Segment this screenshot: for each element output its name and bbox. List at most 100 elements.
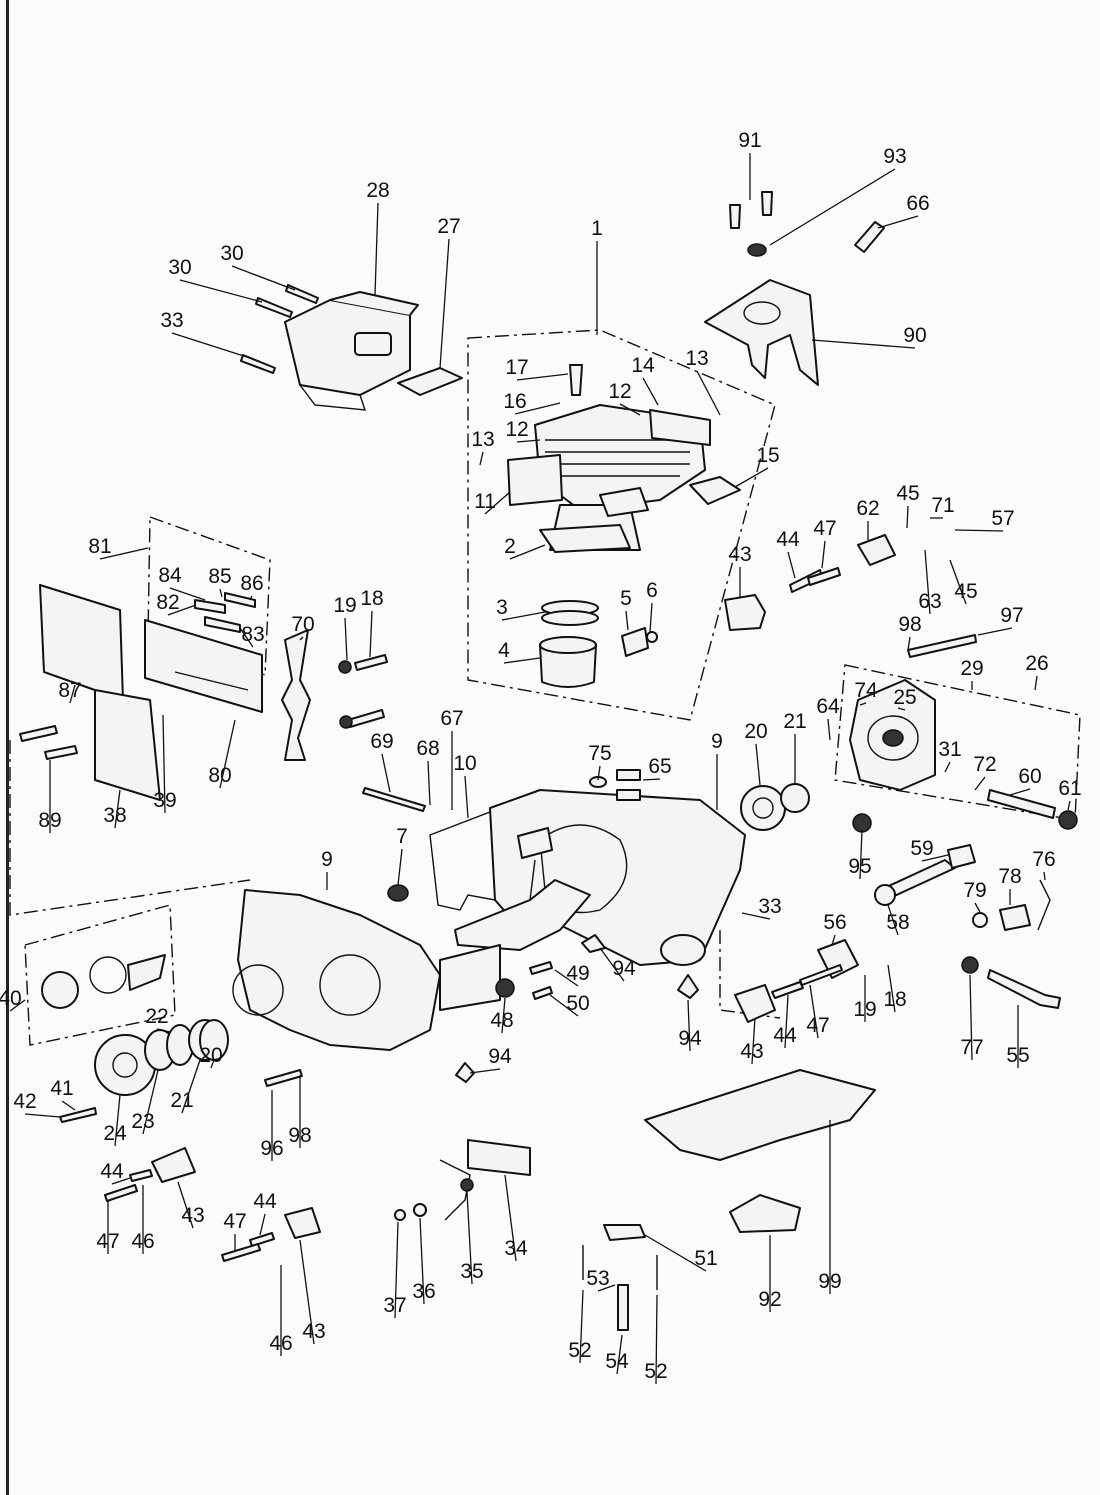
leader-line-28 bbox=[374, 202, 379, 296]
cover-screw-left bbox=[729, 204, 741, 229]
part-label-44: 44 bbox=[100, 1160, 124, 1183]
leader-line-42 bbox=[24, 1113, 61, 1118]
part-label-2: 2 bbox=[504, 535, 516, 558]
leader-line-18 bbox=[369, 610, 373, 658]
av-mount-top bbox=[724, 594, 766, 631]
crankcase-left bbox=[232, 889, 501, 1051]
leader-line-7 bbox=[397, 848, 403, 886]
part-label-91: 91 bbox=[738, 129, 761, 152]
part-label-12: 12 bbox=[505, 418, 528, 441]
nut-94c bbox=[581, 934, 606, 953]
part-label-92: 92 bbox=[758, 1288, 781, 1311]
leader-line-86 bbox=[249, 595, 253, 601]
carb-base-plate bbox=[94, 689, 161, 801]
leader-line-52 bbox=[579, 1289, 584, 1364]
part-label-27: 27 bbox=[437, 215, 460, 238]
filter-slot bbox=[174, 671, 249, 691]
part-label-33: 33 bbox=[160, 309, 183, 332]
part-label-16: 16 bbox=[503, 390, 526, 413]
leader-line-54 bbox=[616, 1334, 623, 1375]
part-label-11: 11 bbox=[474, 490, 496, 513]
part-label-65: 65 bbox=[648, 755, 671, 778]
cover-screw-right bbox=[761, 191, 773, 216]
part-label-23: 23 bbox=[131, 1110, 154, 1133]
leader-line-51 bbox=[644, 1234, 707, 1272]
leader-line-63 bbox=[924, 549, 931, 615]
spring-76 bbox=[1037, 879, 1051, 931]
leader-line-43 bbox=[299, 1239, 315, 1345]
bottom-plate-99 bbox=[644, 1069, 876, 1161]
part-label-47: 47 bbox=[223, 1210, 246, 1233]
part-label-71: 71 bbox=[931, 494, 954, 517]
part-label-3: 3 bbox=[496, 596, 508, 619]
intake-gasket bbox=[689, 476, 741, 505]
intake-boot bbox=[281, 629, 311, 761]
leader-line-84 bbox=[169, 587, 206, 601]
leader-line-76 bbox=[1043, 871, 1046, 881]
ignition-module bbox=[467, 1139, 531, 1176]
part-label-66: 66 bbox=[906, 192, 929, 215]
part-label-42: 42 bbox=[13, 1090, 36, 1113]
pin-clip bbox=[646, 631, 658, 643]
leader-line-59 bbox=[921, 854, 949, 862]
part-label-86: 86 bbox=[240, 572, 263, 595]
leader-line-12 bbox=[516, 439, 541, 443]
leader-line-44 bbox=[784, 994, 789, 1049]
part-label-35: 35 bbox=[460, 1260, 483, 1283]
leader-line-61 bbox=[1067, 800, 1071, 811]
leader-line-18 bbox=[887, 964, 896, 1013]
leader-line-52 bbox=[655, 1294, 658, 1385]
leader-line-2 bbox=[509, 544, 546, 560]
part-label-81: 81 bbox=[88, 535, 111, 558]
part-label-94: 94 bbox=[612, 957, 636, 980]
part-label-44: 44 bbox=[253, 1190, 277, 1213]
leader-line-87 bbox=[69, 684, 76, 704]
part-label-78: 78 bbox=[998, 865, 1021, 888]
part-label-99: 99 bbox=[818, 1270, 841, 1293]
leader-line-41 bbox=[61, 1100, 76, 1111]
part-label-43: 43 bbox=[728, 543, 751, 566]
leader-line-44 bbox=[787, 551, 796, 579]
leader-line-35 bbox=[466, 1191, 473, 1285]
leader-line-58 bbox=[887, 904, 899, 936]
leader-line-85 bbox=[219, 588, 223, 598]
part-label-52: 52 bbox=[568, 1339, 591, 1362]
leader-line-49 bbox=[554, 969, 579, 987]
spring-47 bbox=[807, 567, 841, 586]
part-label-94: 94 bbox=[488, 1045, 512, 1068]
leader-line-60 bbox=[1009, 788, 1031, 796]
leader-line-26 bbox=[1034, 675, 1038, 691]
leader-line-94 bbox=[687, 999, 691, 1052]
part-label-87: 87 bbox=[58, 679, 81, 702]
part-label-96: 96 bbox=[260, 1137, 283, 1160]
part-label-46: 46 bbox=[131, 1230, 154, 1253]
filter-gasket bbox=[144, 619, 263, 713]
part-label-6: 6 bbox=[646, 579, 658, 602]
cylinder-port bbox=[599, 487, 649, 517]
part-label-22: 22 bbox=[145, 1005, 168, 1028]
part-label-34: 34 bbox=[504, 1237, 528, 1260]
nut-77 bbox=[961, 956, 979, 974]
part-label-76: 76 bbox=[1032, 848, 1055, 871]
leader-line-72 bbox=[974, 776, 986, 791]
leader-line-5 bbox=[625, 610, 629, 631]
leader-line-94 bbox=[469, 1068, 501, 1074]
leader-line-48 bbox=[501, 997, 506, 1034]
piston-pin bbox=[621, 627, 649, 657]
part-label-46: 46 bbox=[269, 1332, 292, 1355]
long-bolt bbox=[362, 787, 426, 812]
leader-line-47 bbox=[809, 984, 819, 1039]
part-label-95: 95 bbox=[848, 855, 871, 878]
leader-line-56 bbox=[831, 934, 836, 946]
starter-parts bbox=[41, 954, 166, 1009]
part-label-70: 70 bbox=[291, 613, 314, 636]
leader-line-12 bbox=[619, 403, 641, 416]
part-label-50: 50 bbox=[566, 992, 589, 1015]
part-label-59: 59 bbox=[910, 837, 933, 860]
leader-line-24 bbox=[114, 1094, 121, 1147]
stud-18 bbox=[354, 654, 388, 671]
part-label-63: 63 bbox=[918, 590, 941, 613]
part-label-61: 61 bbox=[1058, 777, 1081, 800]
leader-line-33 bbox=[741, 912, 771, 920]
